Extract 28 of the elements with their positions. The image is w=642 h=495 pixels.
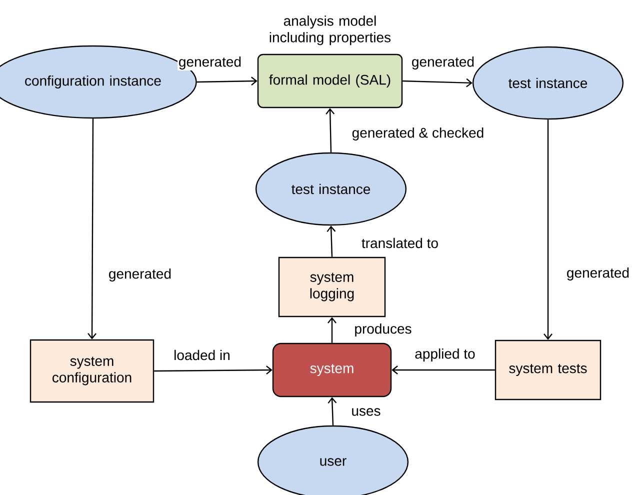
arrow	[328, 317, 336, 343]
edge-label: generated	[107, 267, 173, 283]
edge-label: uses	[350, 407, 382, 417]
model-box: formal model (SAL)	[257, 54, 403, 108]
system-box: system	[272, 342, 392, 398]
edge-label: translated to	[360, 236, 440, 250]
arrow	[88, 118, 96, 340]
oval-node: test instance	[255, 152, 407, 226]
oval-node: test instance	[472, 46, 624, 120]
arrow	[328, 397, 337, 426]
process-box: system tests	[494, 340, 602, 400]
arrow	[544, 120, 552, 340]
heading-text: analysis model including properties	[270, 16, 391, 46]
arrow	[154, 366, 272, 375]
process-box: system logging	[278, 256, 386, 318]
arrow	[392, 366, 495, 374]
edge-label: produces	[353, 322, 413, 338]
edge-label: applied to	[414, 347, 476, 363]
edge-label: generated	[177, 55, 243, 71]
edge-label: generated	[565, 266, 631, 282]
edge-label: generated & checked	[350, 126, 486, 142]
oval-node: user	[257, 425, 409, 495]
arrow	[402, 78, 472, 88]
arrow	[196, 76, 258, 86]
arrow	[326, 226, 336, 257]
process-box: system configuration	[30, 339, 154, 403]
arrow	[326, 108, 335, 152]
edge-label: loaded in	[172, 348, 232, 362]
